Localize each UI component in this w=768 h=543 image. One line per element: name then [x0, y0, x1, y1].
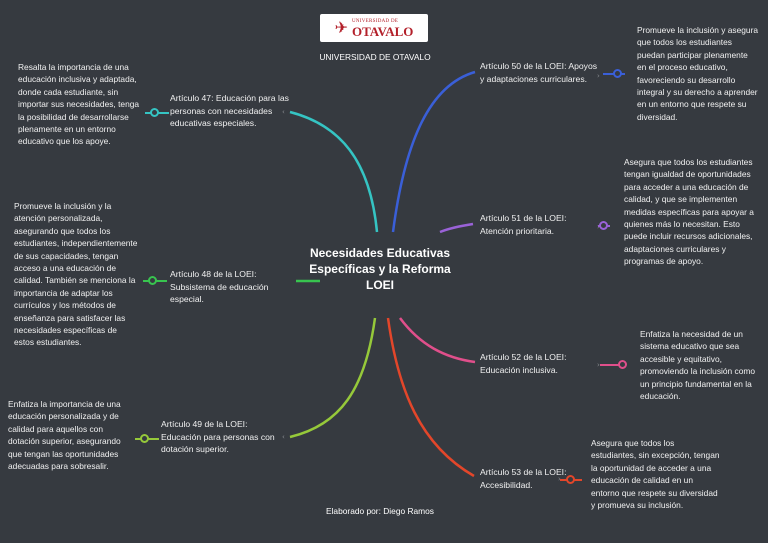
handle-line-art52: [600, 364, 624, 366]
university-name: UNIVERSIDAD DE OTAVALO: [319, 52, 431, 62]
topic-art49[interactable]: Artículo 49 de la LOEI: Educación para p…: [161, 419, 275, 455]
topic-art52[interactable]: Artículo 52 de la LOEI: Educación inclus…: [480, 352, 567, 375]
detail-art53[interactable]: Asegura que todos los estudiantes, sin e…: [591, 438, 720, 511]
logo-small-text: UNIVERSIDAD DE: [351, 18, 399, 24]
collapse-handle-art52[interactable]: [618, 360, 627, 369]
connector-art51: [439, 222, 474, 234]
expand-icon[interactable]: ›: [597, 361, 600, 369]
topic-art51[interactable]: Artículo 51 de la LOEI: Atención priorit…: [480, 213, 567, 236]
expand-icon[interactable]: ›: [597, 223, 600, 231]
collapse-handle-art49[interactable]: [140, 434, 149, 443]
collapse-icon[interactable]: ‹: [282, 433, 285, 441]
logo-big-text: OTAVALO: [351, 23, 414, 39]
detail-art49[interactable]: Enfatiza la importancia de una educación…: [8, 399, 121, 472]
expand-icon[interactable]: ›: [558, 475, 561, 483]
collapse-handle-art48[interactable]: [148, 276, 157, 285]
topic-art47[interactable]: Artículo 47: Educación para las personas…: [170, 93, 289, 129]
connector-art52: [398, 317, 476, 364]
connector-art47: [289, 110, 379, 233]
topic-art53[interactable]: Artículo 53 de la LOEI: Accesibilidad.: [480, 467, 567, 490]
collapse-handle-art50[interactable]: [613, 69, 622, 78]
detail-art52[interactable]: Enfatiza la necesidad de un sistema educ…: [640, 329, 755, 402]
author-credit: Elaborado por: Diego Ramos: [325, 506, 434, 516]
condor-icon: ✈: [334, 18, 348, 37]
university-logo: ✈ UNIVERSIDAD DE OTAVALO: [320, 14, 428, 42]
central-topic[interactable]: Necesidades Educativas Específicas y la …: [309, 246, 451, 292]
detail-art50[interactable]: Promueve la inclusión y asegura que todo…: [637, 25, 759, 122]
topic-art48[interactable]: Artículo 48 de la LOEI: Subsistema de ed…: [170, 269, 269, 305]
collapse-handle-art51[interactable]: [599, 221, 608, 230]
detail-art47[interactable]: Resalta la importancia de una educación …: [18, 62, 140, 147]
detail-art51[interactable]: Asegura que todos los estudiantes tengan…: [624, 157, 754, 267]
connector-art49: [289, 317, 377, 439]
connector-art53: [386, 317, 475, 478]
topic-art50[interactable]: Artículo 50 de la LOEI: Apoyos y adaptac…: [480, 61, 598, 84]
collapse-handle-art53[interactable]: [566, 475, 575, 484]
connector-art50: [391, 70, 476, 233]
expand-icon[interactable]: ›: [597, 72, 600, 80]
detail-art48[interactable]: Promueve la inclusión y la atención pers…: [14, 201, 138, 348]
collapse-icon[interactable]: ‹: [282, 108, 285, 116]
collapse-handle-art47[interactable]: [150, 108, 159, 117]
